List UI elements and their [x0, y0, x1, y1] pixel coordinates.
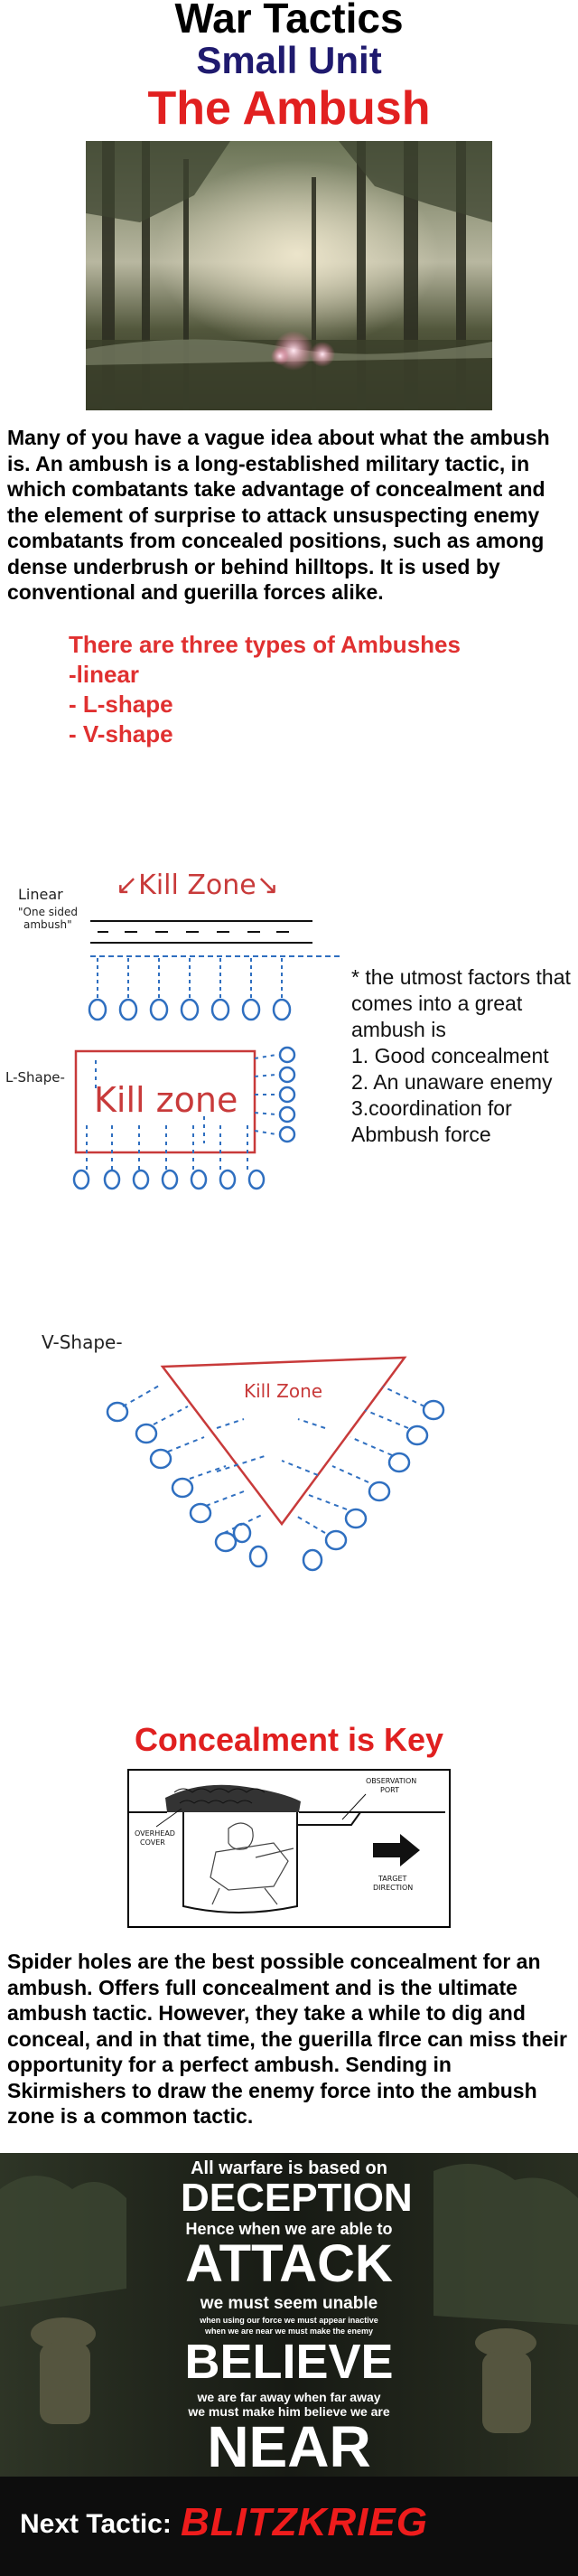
poster-line: we are far away when far away [197, 2390, 381, 2404]
factors-lead: * the utmost factors that comes into a g… [351, 965, 571, 1041]
page-heading: The Ambush [147, 82, 431, 135]
linear-label: Linear [18, 886, 63, 903]
v-shape-label: V-Shape- [42, 1331, 123, 1353]
kill-zone-l-label: Kill zone [94, 1080, 238, 1120]
ambush-factors: * the utmost factors that comes into a g… [351, 964, 578, 1148]
swamp-ambush-image [86, 141, 492, 410]
poster-line: when we are near we must make the enemy [204, 2327, 374, 2336]
fig-cover-label: COVER [140, 1838, 165, 1847]
linear-note: "One sided [18, 906, 78, 918]
poster-line: BELIEVE [184, 2335, 394, 2389]
poster-line: NEAR [207, 2414, 371, 2477]
factor-item: 2. An unaware enemy [351, 1070, 553, 1094]
linear-note: ambush" [23, 918, 72, 931]
factor-item: 3.coordination for Abmbush force [351, 1096, 512, 1146]
page-title: War Tactics [174, 0, 404, 42]
poster-line: All warfare is based on [191, 2158, 387, 2178]
fig-target-label: TARGET [378, 1875, 407, 1883]
kill-zone-label: ↙Kill Zone↘ [116, 870, 279, 901]
kill-zone-v-label: Kill Zone [244, 1380, 322, 1402]
sun-tzu-poster: All warfare is based on DECEPTION Hence … [0, 2153, 578, 2477]
fig-direction-label: DIRECTION [373, 1884, 413, 1892]
next-tactic-label: Next Tactic: [20, 2509, 172, 2539]
ambush-types-heading: There are three types of Ambushes [69, 631, 461, 658]
v-shape-diagram: V-Shape- Kill Zone [0, 1320, 578, 1591]
ambush-type-item: -linear [69, 661, 140, 688]
spider-hole-paragraph: Spider holes are the best possible conce… [7, 1950, 567, 2128]
fig-port-label: PORT [380, 1786, 399, 1794]
poster-line: we must make him believe we are [188, 2404, 390, 2419]
arrow-right-icon [373, 1834, 420, 1866]
ambush-types-list: There are three types of Ambushes -linea… [69, 630, 461, 749]
ambush-type-item: - V-shape [69, 720, 173, 747]
fig-observation-label: OBSERVATION [366, 1777, 416, 1785]
poster-line: when using our force we must appear inac… [200, 2316, 378, 2325]
next-tactic-link[interactable]: BLITZKRIEG [181, 2500, 428, 2544]
poster-line: DECEPTION [181, 2176, 413, 2220]
concealment-heading: Concealment is Key [134, 1721, 444, 1758]
fig-overhead-label: OVERHEAD [135, 1829, 175, 1838]
page-subtitle: Small Unit [196, 39, 382, 81]
poster-line: we must seem unable [200, 2294, 378, 2313]
poster-line: Hence when we are able to [185, 2220, 393, 2238]
factor-item: 1. Good concealment [351, 1044, 549, 1067]
intro-paragraph: Many of you have a vague idea about what… [7, 426, 550, 604]
spider-hole-figure: OBSERVATION PORT OVERHEAD COVER TARGET D… [127, 1769, 451, 1928]
ambush-type-item: - L-shape [69, 691, 173, 718]
next-tactic-footer: Next Tactic: BLITZKRIEG [0, 2477, 578, 2576]
linear-l-shape-diagram: Linear "One sided ambush" ↙Kill Zone↘ L- [0, 854, 578, 1234]
l-shape-label: L-Shape- [5, 1069, 65, 1086]
poster-line: ATTACK [185, 2234, 393, 2293]
